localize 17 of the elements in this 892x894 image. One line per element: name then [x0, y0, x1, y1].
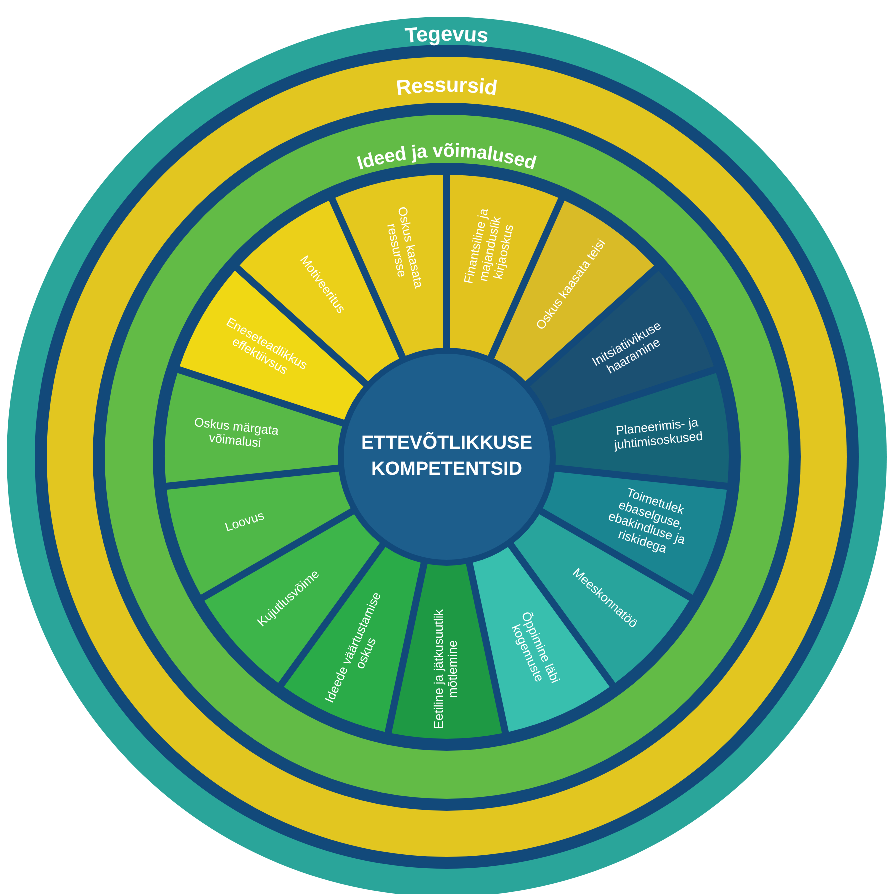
wheel-segment: [165, 373, 342, 483]
segment-label: Planeerimis- ja juhtimisoskused: [612, 414, 705, 454]
ring-band: [47, 57, 847, 857]
center-circle: [344, 354, 550, 560]
ring-band: [7, 17, 887, 894]
segment-label: Oskus märgata võimalusi: [192, 414, 281, 452]
wheel-segment: [552, 373, 729, 483]
segment-label: Eetiline ja jätkusuutlik mõtlemine: [433, 608, 461, 732]
segment-label: Oskus kaasata ressursse: [384, 204, 427, 292]
ring-label: Tegevus: [404, 22, 490, 48]
ring-band: [105, 115, 789, 799]
ring-label: Ressursid: [395, 73, 499, 100]
segment-label: Finantsiline ja majanduslik kirjaoskus: [461, 206, 518, 288]
wheel-segment: [392, 564, 502, 739]
ring-label: Ideed ja võimalused: [355, 140, 539, 174]
segment-label: Loovus: [224, 510, 266, 536]
center-label: ETTEVÕTLIKKUSE KOMPETENTSID: [360, 431, 534, 482]
